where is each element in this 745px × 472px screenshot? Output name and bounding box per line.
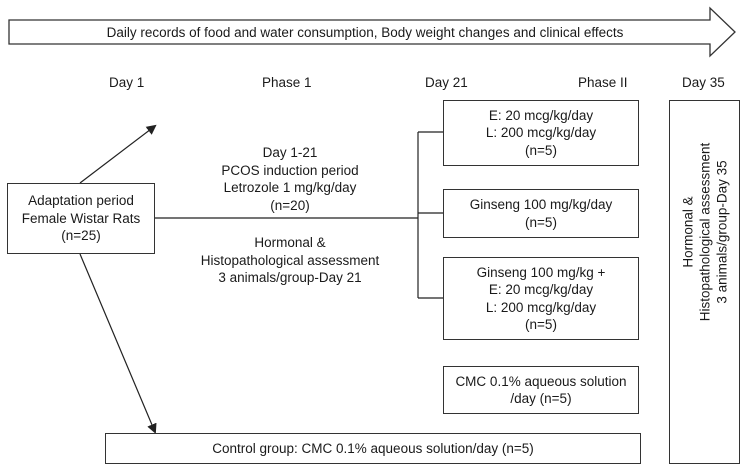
induction-line-2: PCOS induction period: [221, 162, 359, 178]
control-label: Control group: CMC 0.1% aqueous solution…: [212, 440, 534, 456]
group2-line-1: Ginseng 100 mg/kg/day: [469, 197, 613, 212]
phase2-label: Phase II: [578, 75, 628, 90]
assessment21-line-3: 3 animals/group-Day 21: [218, 270, 362, 285]
assessment-day35-box: [669, 100, 740, 464]
adaptation-line-1: Adaptation period: [28, 193, 134, 209]
group3-line-1: Ginseng 100 mg/kg +: [476, 264, 606, 280]
day21-label: Day 21: [425, 75, 468, 90]
assessment-day35-text: Hormonal & Histopathological assessment …: [680, 117, 731, 347]
group-box-4: CMC 0.1% aqueous solution /day (n=5): [443, 366, 639, 414]
group2-line-2: (n=5): [525, 214, 557, 230]
day1-label: Day 1: [109, 75, 145, 90]
day35-label: Day 35: [682, 75, 725, 90]
group4-line-1: CMC 0.1% aqueous solution: [455, 373, 627, 389]
assessment21-line-1: Hormonal &: [254, 235, 326, 250]
assessment35-line-3: 3 animals/group-Day 35: [714, 160, 730, 304]
induction-line-3: Letrozole 1 mg/kg/day: [223, 180, 357, 195]
control-group-box: Control group: CMC 0.1% aqueous solution…: [105, 433, 641, 464]
group-box-1: E: 20 mcg/kg/day L: 200 mcg/kg/day (n=5): [443, 100, 639, 166]
group1-line-2: L: 200 mcg/kg/day: [485, 125, 597, 141]
induction-text: Day 1-21 PCOS induction period Letrozole…: [185, 144, 395, 214]
adaptation-line-3: (n=25): [61, 228, 101, 244]
banner-label: Daily records of food and water consumpt…: [106, 25, 624, 40]
arrow-to-phase1: [79, 124, 157, 184]
banner-arrow: [8, 6, 736, 58]
group3-line-4: (n=5): [525, 317, 557, 332]
assessment-day21-text: Hormonal & Histopathological assessment …: [185, 234, 395, 287]
group4-line-2: /day (n=5): [510, 391, 572, 406]
group-box-2: Ginseng 100 mg/kg/day (n=5): [443, 189, 639, 238]
phase1-label: Phase 1: [262, 75, 312, 90]
adaptation-box: Adaptation period Female Wistar Rats (n=…: [7, 183, 155, 254]
group3-line-2: E: 20 mcg/kg/day: [488, 282, 594, 297]
group3-line-3: L: 200 mcg/kg/day: [485, 299, 597, 315]
assessment21-line-2: Histopathological assessment: [200, 252, 380, 268]
arrow-to-control: [79, 253, 157, 434]
group-box-3: Ginseng 100 mg/kg + E: 20 mcg/kg/day L: …: [443, 257, 639, 340]
adaptation-line-2: Female Wistar Rats: [21, 210, 141, 226]
group1-line-3: (n=5): [525, 142, 557, 158]
induction-line-1: Day 1-21: [262, 145, 318, 160]
assessment35-line-2: Histopathological assessment: [697, 142, 713, 322]
assessment35-line-1: Hormonal &: [680, 196, 696, 268]
group1-line-1: E: 20 mcg/kg/day: [488, 107, 594, 123]
induction-line-4: (n=20): [270, 197, 310, 213]
